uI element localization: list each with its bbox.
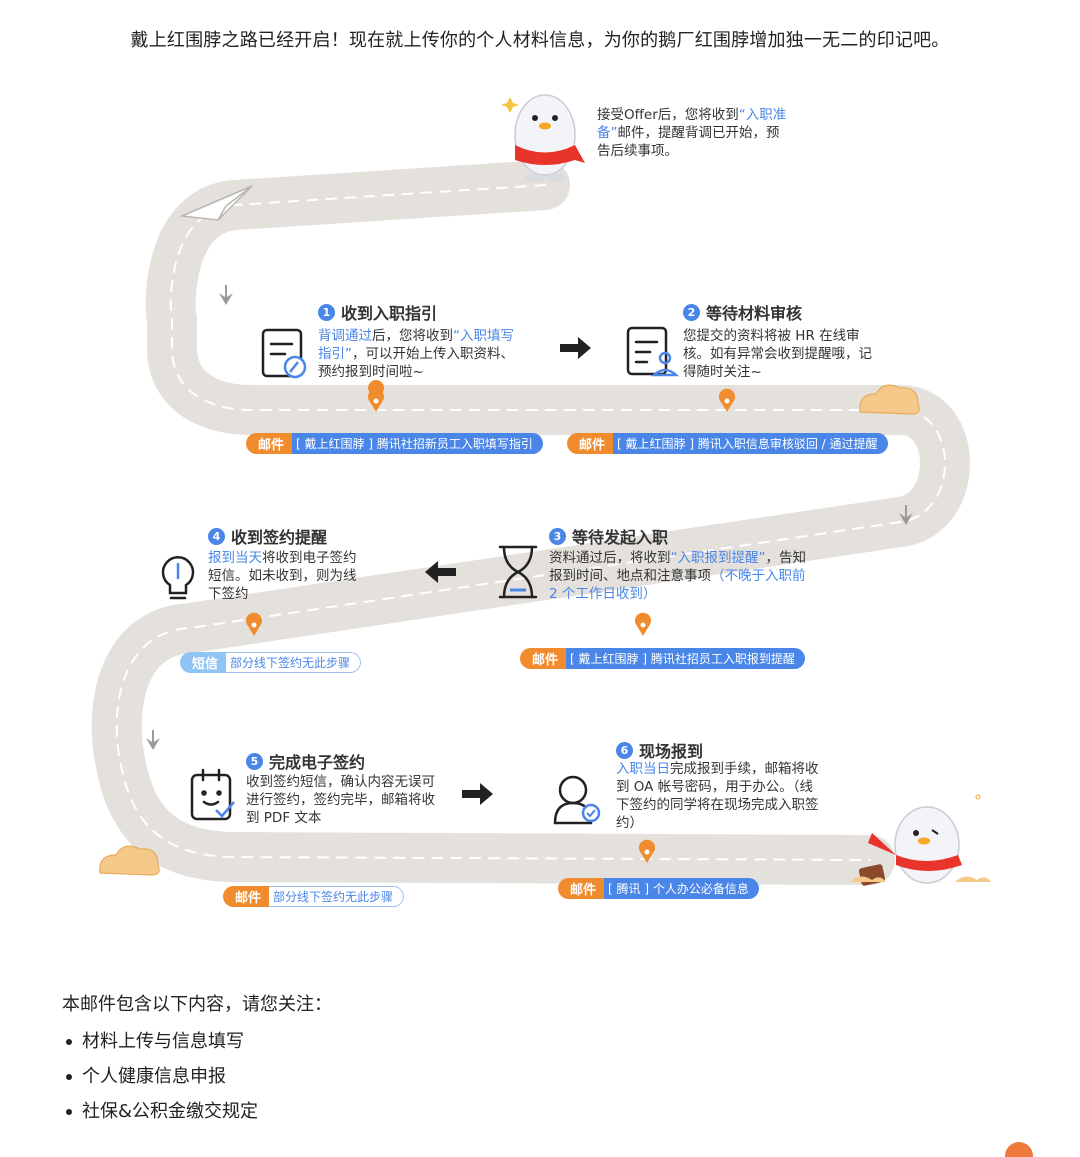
step-5-desc: 收到签约短信，确认内容无误可进行签约，签约完毕，邮箱将收到 PDF 文本 <box>246 774 435 826</box>
step-6-desc: 入职当日完成报到手续，邮箱将收到 OA 帐号密码，用于办公。（线下签约的同学将在… <box>616 761 819 831</box>
step-2-desc: 您提交的资料将被 HR 在线审核。如有异常会收到提醒哦，记得随时关注~ <box>683 328 872 380</box>
list-item: 社保&公积金缴交规定 <box>66 1094 258 1129</box>
step-1-mail-tag: 邮件[ 戴上红围脖 ] 腾讯社招新员工入职填写指引 <box>246 433 543 454</box>
content-list-title: 本邮件包含以下内容，请您关注： <box>62 994 332 1015</box>
start-note: 接受Offer后，您将收到“入职准备”邮件，提醒背调已开始，预告后续事项。 <box>597 107 787 159</box>
step-2-mail-tag: 邮件[ 戴上红围脖 ] 腾讯入职信息审核驳回 / 通过提醒 <box>567 433 888 454</box>
penguin-mascot-top <box>501 94 585 182</box>
hourglass-icon <box>498 545 538 599</box>
step-4-sms-tag: 短信部分线下签约无此步骤 <box>180 652 362 673</box>
sign-document-icon <box>190 768 232 821</box>
lightbulb-icon <box>161 556 195 600</box>
list-item: 个人健康信息申报 <box>66 1059 258 1094</box>
road-illustration <box>91 94 991 886</box>
clouds <box>99 384 920 876</box>
paper-plane-icon <box>179 185 253 221</box>
step-4-desc: 报到当天将收到电子签约短信。如未收到，则为线下签约 <box>208 550 357 602</box>
step-5-mail-tag: 邮件部分线下签约无此步骤 <box>223 886 405 907</box>
step-6-mail-tag: 邮件[ 腾讯 ] 个人办公必备信息 <box>558 878 759 899</box>
step-3-mail-tag: 邮件[ 戴上红围脖 ] 腾讯社招员工入职报到提醒 <box>520 648 805 669</box>
content-list: 材料上传与信息填写 个人健康信息申报 社保&公积金缴交规定 <box>66 1024 258 1129</box>
flow-arrows <box>425 337 591 805</box>
intro-text: 戴上红围脖之路已经开启！现在就上传你的个人材料信息，为你的鹅厂红围脖增加独一无二… <box>130 30 950 51</box>
road-arrows <box>146 285 913 750</box>
document-compass-icon <box>261 328 303 378</box>
list-item: 材料上传与信息填写 <box>66 1024 258 1059</box>
floating-action-button[interactable] <box>1005 1142 1033 1157</box>
step-3-desc: 资料通过后，将收到“入职报到提醒”，告知报到时间、地点和注意事项（不晚于入职前 … <box>549 550 806 602</box>
step-1-desc: 背调通过后，您将收到“入职填写指引”，可以开始上传入职资料、预约报到时间啦~ <box>318 328 514 380</box>
document-user-icon <box>626 326 668 376</box>
penguin-mascot-walking <box>850 794 991 886</box>
